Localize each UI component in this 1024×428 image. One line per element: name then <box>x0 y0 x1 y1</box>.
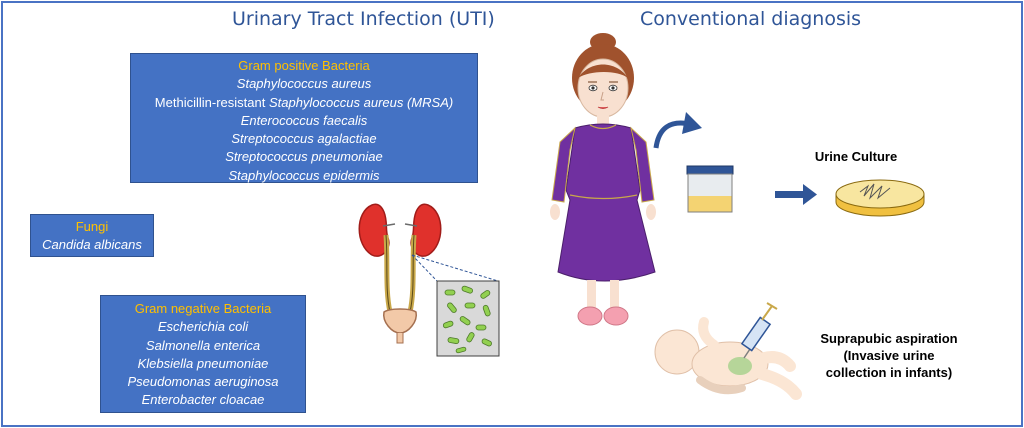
gram-negative-box: Gram negative Bacteria Escherichia coli … <box>100 295 306 413</box>
girl-figure-icon <box>550 33 656 326</box>
uti-heading: Urinary Tract Infection (UTI) <box>232 8 495 30</box>
urinary-tract-icon <box>358 203 442 344</box>
right-arrow-icon <box>775 184 817 205</box>
petri-dish-icon <box>835 179 925 217</box>
gram-positive-item: Streptococcus agalactiae <box>231 131 377 147</box>
gram-positive-item: Methicillin-resistant Staphylococcus aur… <box>154 94 454 110</box>
bacteria-panel-icon <box>436 280 500 357</box>
gram-positive-item: Streptococcus pneumoniae <box>225 149 383 165</box>
suprapubic-label-line: collection in infants) <box>825 365 953 380</box>
gram-positive-item: Enterococcus faecalis <box>240 112 368 128</box>
gram-positive-box: Gram positive Bacteria Staphylococcus au… <box>130 53 478 183</box>
curved-arrow-icon <box>653 112 702 149</box>
fungi-title: Fungi <box>75 219 109 234</box>
infant-figure-icon <box>654 317 802 400</box>
urine-container-icon <box>686 165 734 213</box>
gram-positive-title: Gram positive Bacteria <box>238 58 370 73</box>
urine-culture-label: Urine Culture <box>814 149 898 164</box>
gram-negative-item: Salmonella enterica <box>145 337 261 353</box>
zoom-lines <box>411 254 499 282</box>
gram-negative-item: Pseudomonas aeruginosa <box>127 374 279 390</box>
gram-positive-item: Staphylococcus aureus <box>236 76 372 92</box>
gram-negative-title: Gram negative Bacteria <box>134 301 272 316</box>
gram-negative-item: Escherichia coli <box>157 319 249 335</box>
suprapubic-label-line: (Invasive urine <box>843 348 935 363</box>
suprapubic-label: Suprapubic aspiration (Invasive urine co… <box>810 330 968 381</box>
fungi-box: Fungi Candida albicans <box>30 214 154 257</box>
gram-negative-item: Enterobacter cloacae <box>141 392 265 408</box>
syringe-icon <box>740 302 778 359</box>
suprapubic-label-line: Suprapubic aspiration <box>820 331 958 346</box>
gram-positive-item: Staphylococcus epidermis <box>228 167 380 183</box>
diagnosis-heading: Conventional diagnosis <box>640 8 862 30</box>
fungi-item: Candida albicans <box>42 237 142 253</box>
gram-negative-item: Klebsiella pneumoniae <box>137 355 269 371</box>
